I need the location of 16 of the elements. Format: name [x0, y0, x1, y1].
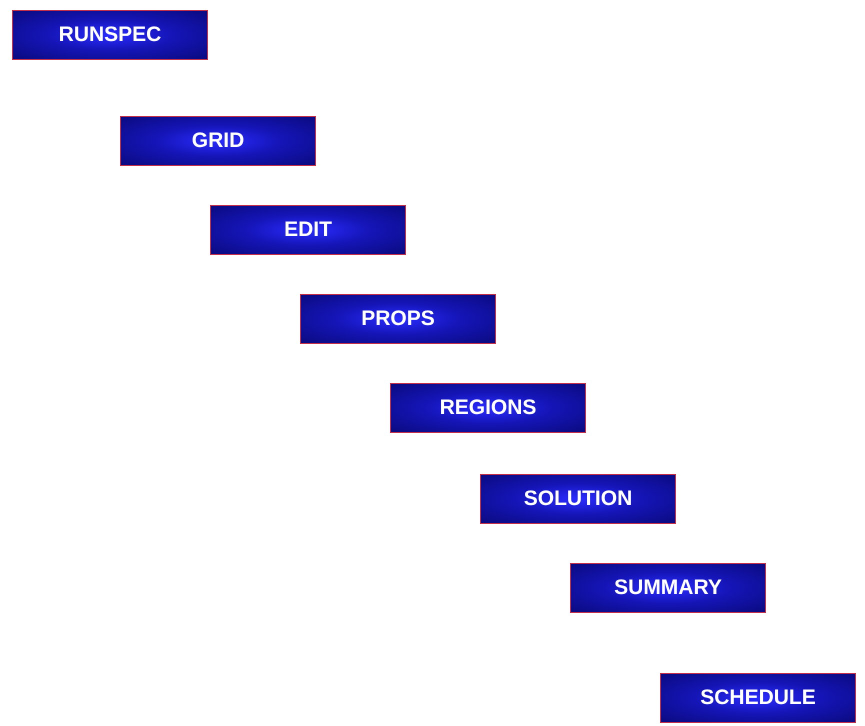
section-label: SUMMARY [614, 576, 722, 600]
section-box [12, 10, 208, 60]
section-label: REGIONS [440, 396, 536, 420]
section-box [210, 205, 406, 255]
section-label: RUNSPEC [58, 23, 162, 47]
section-box [300, 294, 496, 344]
section-box [480, 474, 676, 524]
section-box [120, 116, 316, 166]
section-label: GRID [192, 129, 244, 153]
section-label: SCHEDULE [700, 686, 816, 710]
section-box [570, 563, 766, 613]
section-label: SOLUTION [524, 487, 632, 511]
section-box [390, 383, 586, 433]
section-box [660, 673, 856, 723]
section-label: PROPS [361, 307, 435, 331]
section-label: EDIT [284, 218, 332, 242]
